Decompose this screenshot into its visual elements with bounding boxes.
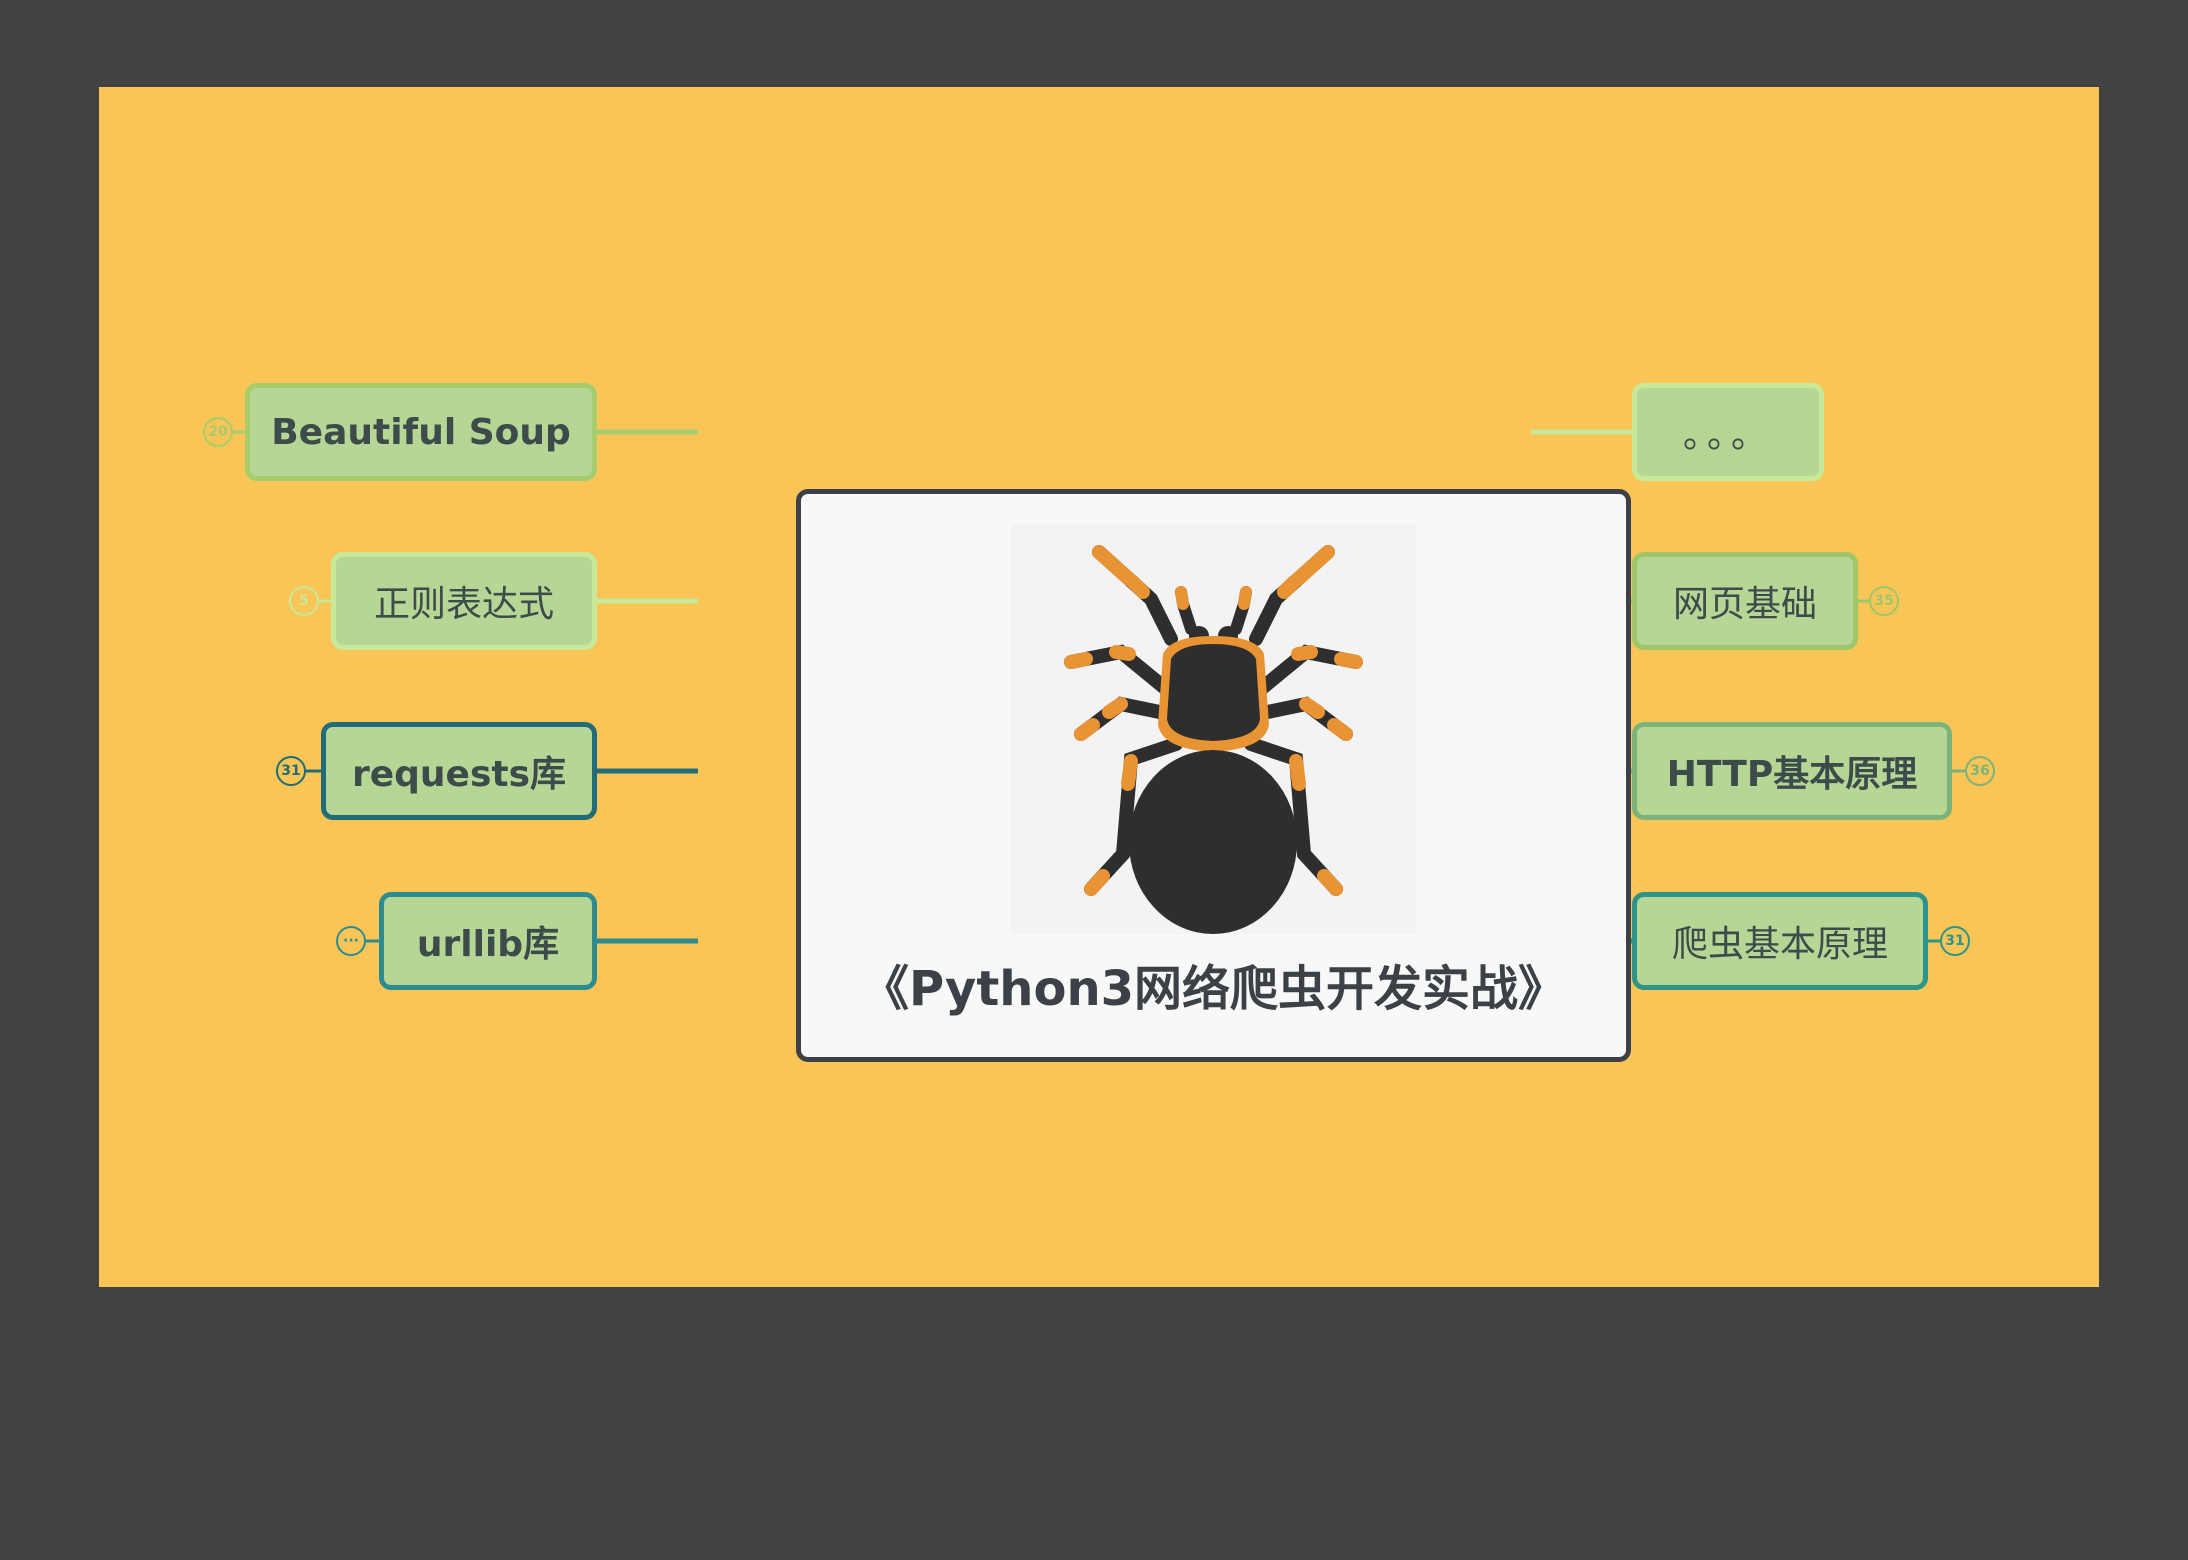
topic-label: HTTP基本原理 — [1666, 754, 1918, 795]
topic-web-basics[interactable]: 网页基础 — [1632, 552, 1858, 650]
collapsed-indicator-badge[interactable]: ··· — [336, 926, 366, 956]
topic-label: Beautiful Soup — [271, 411, 571, 453]
topic-label: 正则表达式 — [373, 584, 554, 625]
topic-label: 网页基础 — [1672, 584, 1817, 625]
topic-label: 。。。 — [1682, 415, 1773, 456]
collapsed-count-badge[interactable]: 35 — [1869, 586, 1899, 616]
topic-label: 爬虫基本原理 — [1671, 924, 1888, 965]
mind-map-canvas: Beautiful Soup 20 正则表达式 5 requests库 31 u… — [99, 87, 2099, 1287]
collapsed-count-badge[interactable]: 20 — [203, 417, 233, 447]
topic-requests[interactable]: requests库 — [321, 722, 597, 820]
topic-label: requests库 — [351, 754, 567, 795]
topic-label: urllib库 — [416, 924, 560, 965]
collapsed-count-badge[interactable]: 31 — [1940, 926, 1970, 956]
central-topic[interactable]: 《Python3网络爬虫开发实战》 — [796, 489, 1631, 1062]
topic-crawler-basics[interactable]: 爬虫基本原理 — [1632, 892, 1928, 990]
collapsed-count-badge[interactable]: 31 — [276, 756, 306, 786]
topic-ellipsis[interactable]: 。。。 — [1632, 383, 1824, 481]
collapsed-count-badge[interactable]: 36 — [1965, 756, 1995, 786]
topic-regex[interactable]: 正则表达式 — [331, 552, 597, 650]
topic-http-basics[interactable]: HTTP基本原理 — [1632, 722, 1952, 820]
topic-urllib[interactable]: urllib库 — [379, 892, 597, 990]
collapsed-count-badge[interactable]: 5 — [289, 586, 319, 616]
spider-image — [1011, 524, 1416, 934]
central-topic-title: 《Python3网络爬虫开发实战》 — [860, 961, 1567, 1017]
topic-beautiful-soup[interactable]: Beautiful Soup — [245, 383, 597, 481]
